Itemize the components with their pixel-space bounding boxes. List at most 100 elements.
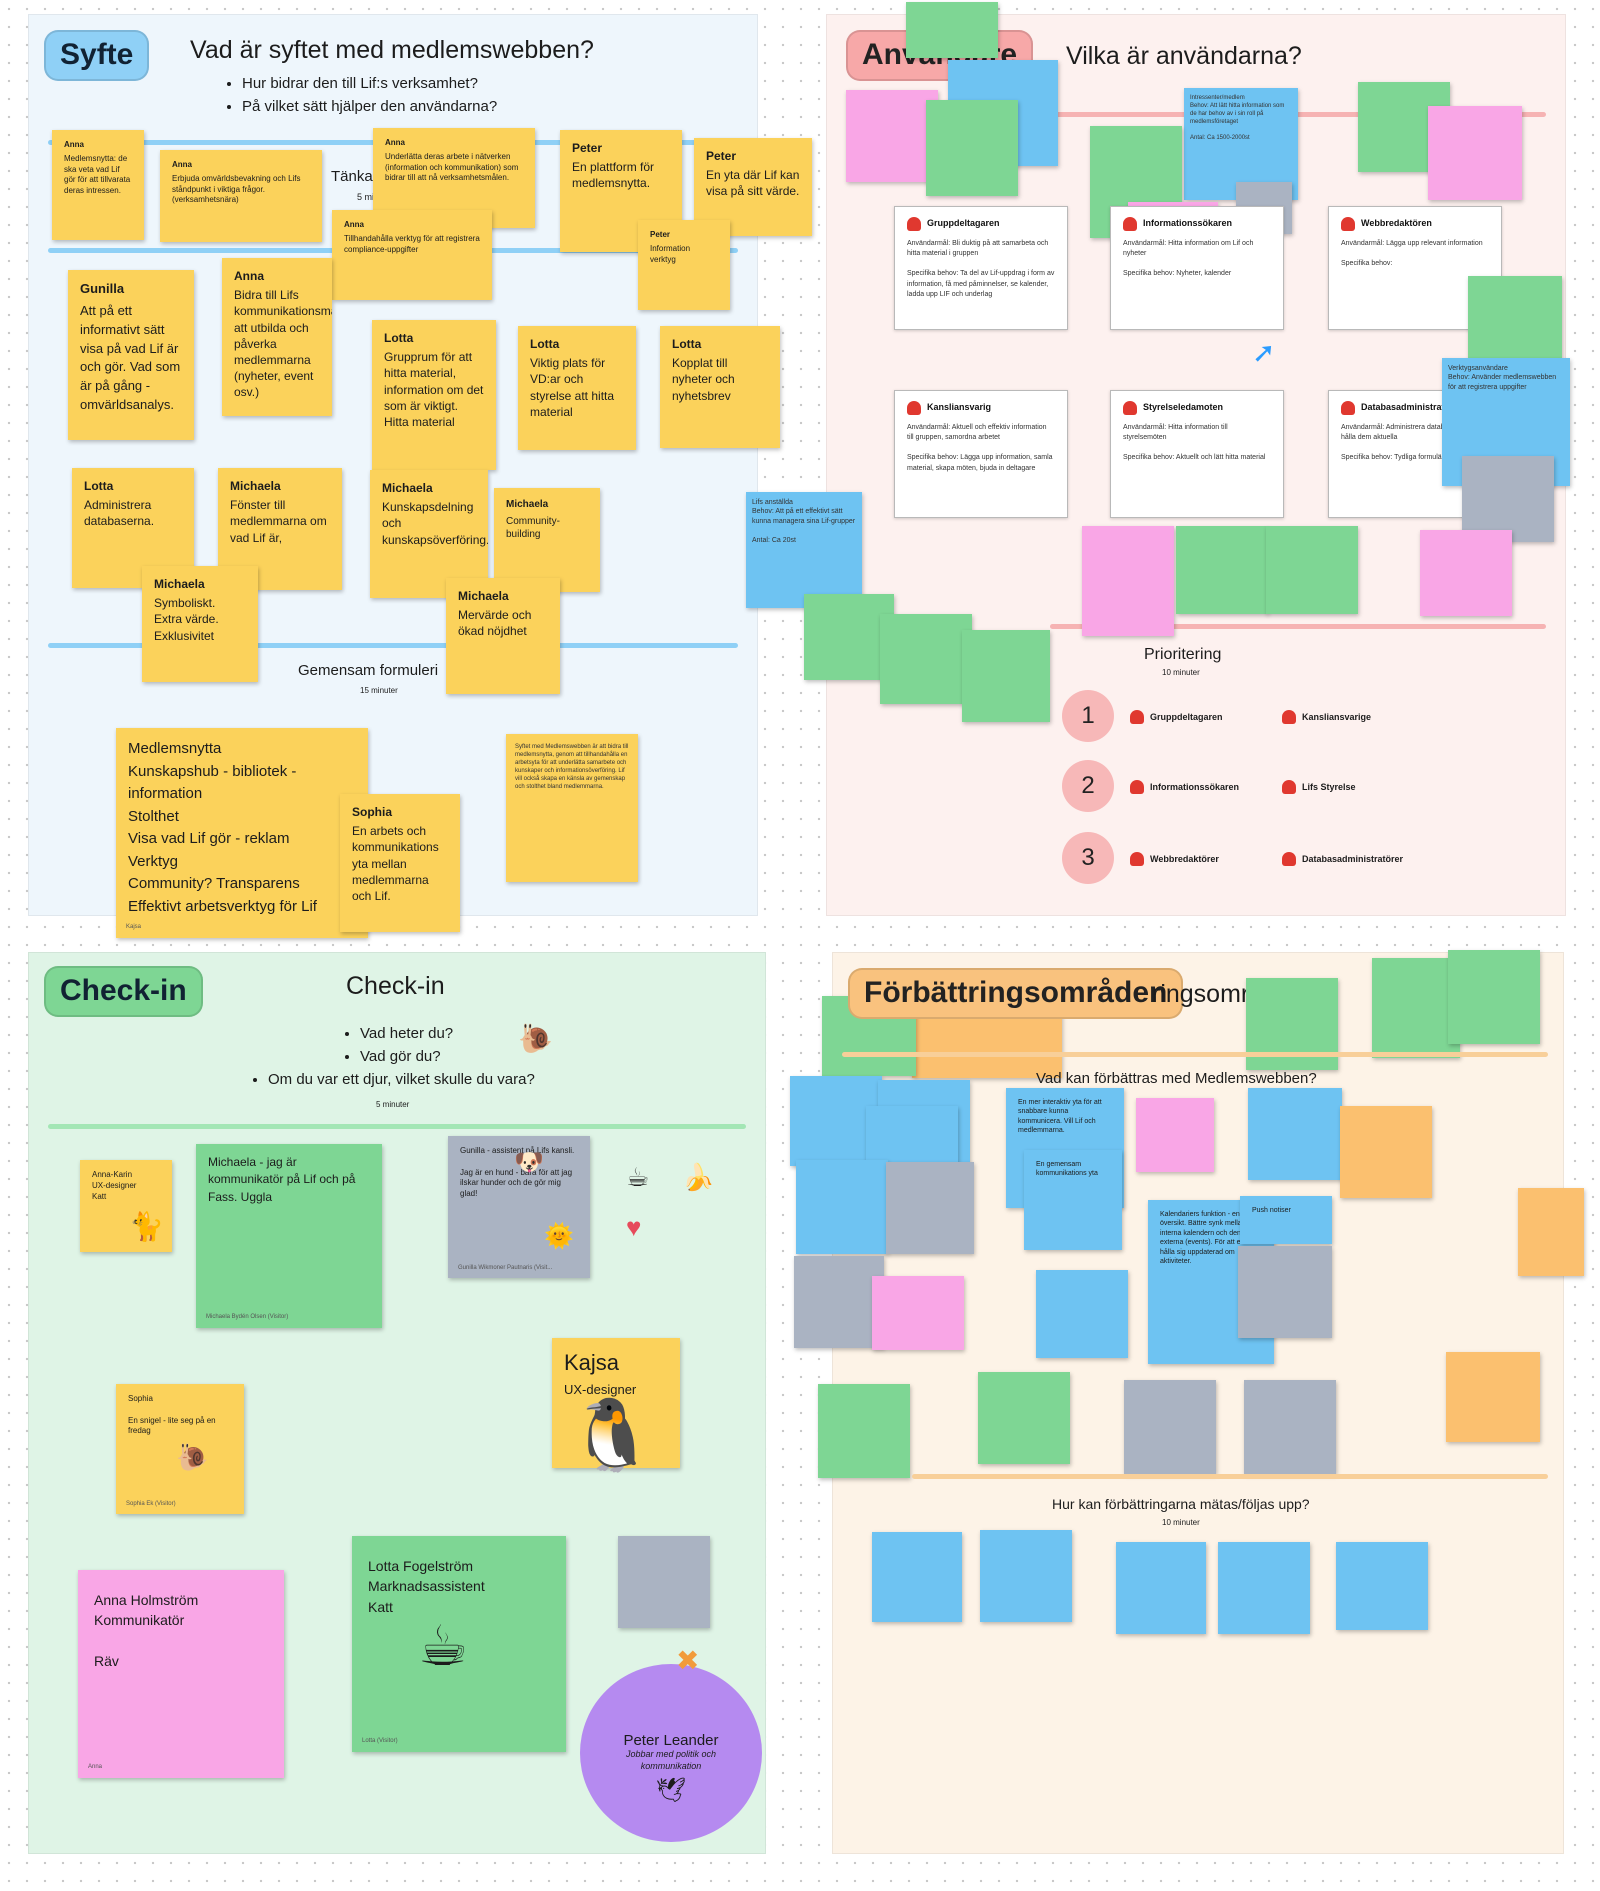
sticky-note[interactable]	[1428, 106, 1522, 200]
note-text: Information verktyg	[650, 243, 691, 264]
prio-item: Lifs Styrelse	[1282, 780, 1356, 794]
persona-body: Användarmål: Hitta information om Lif oc…	[1123, 240, 1254, 278]
sticky-note[interactable]	[1448, 950, 1540, 1044]
sticky-note[interactable]	[926, 100, 1018, 196]
sticky-note[interactable]	[1082, 526, 1174, 636]
divider	[48, 1124, 746, 1129]
prio-item: Informationssökaren	[1130, 780, 1239, 794]
note-text: Grupprum för att hitta material, informa…	[384, 350, 484, 429]
syfte-tag[interactable]: Syfte	[44, 30, 150, 81]
cursor-icon: ➚	[1252, 337, 1276, 368]
sticky-note[interactable]	[1136, 1098, 1214, 1172]
sticky-note[interactable]	[794, 1256, 884, 1348]
person-icon	[1282, 852, 1296, 866]
sticky-note[interactable]	[886, 1162, 974, 1254]
sticky-note[interactable]	[796, 1160, 888, 1254]
sticky-note[interactable]	[1420, 530, 1512, 616]
kajsa-note[interactable]: Kajsa UX-designer	[552, 1338, 680, 1468]
sticky-note[interactable]	[962, 630, 1050, 722]
sticky-note[interactable]	[1116, 1542, 1206, 1634]
intresse-note[interactable]: Intressenter/medlem Behov: Att lätt hitt…	[1184, 88, 1298, 200]
snail-icon: 🐌	[176, 1442, 209, 1472]
persona-card[interactable]: Webbredaktören Användarmål: Lägga upp re…	[1328, 206, 1502, 330]
sticky-note[interactable]	[804, 594, 894, 680]
forbattring-tag[interactable]: Förbättringsområden	[848, 968, 1184, 1019]
sticky-note[interactable]	[1336, 1542, 1428, 1630]
sticky-note[interactable]	[1036, 1270, 1128, 1358]
sticky-note[interactable]: Anna-Karin UX-designer Katt🐈	[80, 1160, 172, 1252]
tanka-sub: 5 mi	[357, 192, 375, 202]
sticky-note[interactable]	[1340, 1106, 1432, 1198]
sticky-note[interactable]	[980, 1530, 1072, 1622]
sticky-note[interactable]	[872, 1532, 962, 1622]
sticky-note[interactable]	[1176, 526, 1268, 614]
persona-card[interactable]: Gruppdeltagaren Användarmål: Bli duktig …	[894, 206, 1068, 330]
note-text: Anna-Karin UX-designer Katt	[92, 1170, 137, 1201]
persona-card[interactable]: Styrelseledamoten Användarmål: Hitta inf…	[1110, 390, 1284, 518]
note-text: En plattform för medlemsnytta.	[572, 160, 655, 191]
note-author: Michaela	[230, 479, 281, 493]
sticky-note[interactable]	[978, 1372, 1070, 1464]
sticky-note[interactable]	[1218, 1542, 1310, 1634]
note-text: Push notiser	[1252, 1207, 1291, 1214]
note-author: Gunilla	[80, 281, 125, 296]
note-text: Fönster till medlemmarna om vad Lif är,	[230, 498, 327, 545]
summary-note[interactable]: Medlemsnytta Kunskapshub - bibliotek - i…	[116, 728, 368, 938]
sticky-note[interactable]	[1244, 1380, 1336, 1474]
sticky-note[interactable]: Michaela - jag är kommunikatör på Lif oc…	[196, 1144, 382, 1328]
sticky-note[interactable]	[846, 90, 938, 182]
sticky-note[interactable]: Gunilla - assistent på Lifs kansli. Jag …	[448, 1136, 590, 1278]
prio-number: 2	[1062, 760, 1114, 812]
sticky-note[interactable]: Push notiser	[1240, 1196, 1332, 1244]
sticky-note[interactable]	[1468, 276, 1562, 358]
divider	[1050, 624, 1546, 629]
forbattring-heading: ringsomr	[1152, 980, 1250, 1008]
sticky-note[interactable]	[1462, 456, 1554, 542]
persona-card[interactable]: Informationssökaren Användarmål: Hitta i…	[1110, 206, 1284, 330]
sticky-note[interactable]: En gemensam kommunikations yta	[1024, 1150, 1122, 1250]
sticky-note[interactable]	[872, 1276, 964, 1350]
sticky-note[interactable]	[1518, 1188, 1584, 1276]
note-author: Peter	[650, 230, 671, 239]
prio-sub: 10 minuter	[1162, 668, 1200, 677]
sticky-note[interactable]	[1238, 1246, 1332, 1338]
sticky-note[interactable]	[618, 1536, 710, 1628]
sticky-note[interactable]	[1266, 526, 1358, 614]
sticky-note[interactable]	[1446, 1352, 1540, 1442]
note-author: Sophia	[352, 805, 393, 819]
peter-circle[interactable]: Peter Leander Jobbar med politik och kom…	[580, 1664, 762, 1842]
persona-card[interactable]: Kansliansvarig Användarmål: Aktuell och …	[894, 390, 1068, 518]
sticky-note[interactable]	[906, 2, 998, 58]
sticky-note[interactable]	[1248, 1088, 1342, 1180]
checkin-tag[interactable]: Check-in	[44, 966, 203, 1017]
sticky-note[interactable]: Sophia En snigel - lite seg på en fredag…	[116, 1384, 244, 1514]
sticky-note[interactable]	[1124, 1380, 1216, 1474]
heart-icon: ♥	[626, 1212, 642, 1242]
lifs-note[interactable]: Lifs anställda Behov: Att på ett effekti…	[746, 492, 862, 608]
sticky-note[interactable]	[880, 614, 972, 704]
note-author: Anna	[344, 220, 364, 229]
small-summary-note[interactable]: Syftet med Medlemswebben är att bidra ti…	[506, 734, 638, 882]
cat-cup-icon: ☕	[418, 1614, 469, 1677]
sticky-note[interactable]	[1372, 958, 1460, 1058]
sticky-note[interactable]	[818, 1384, 910, 1478]
